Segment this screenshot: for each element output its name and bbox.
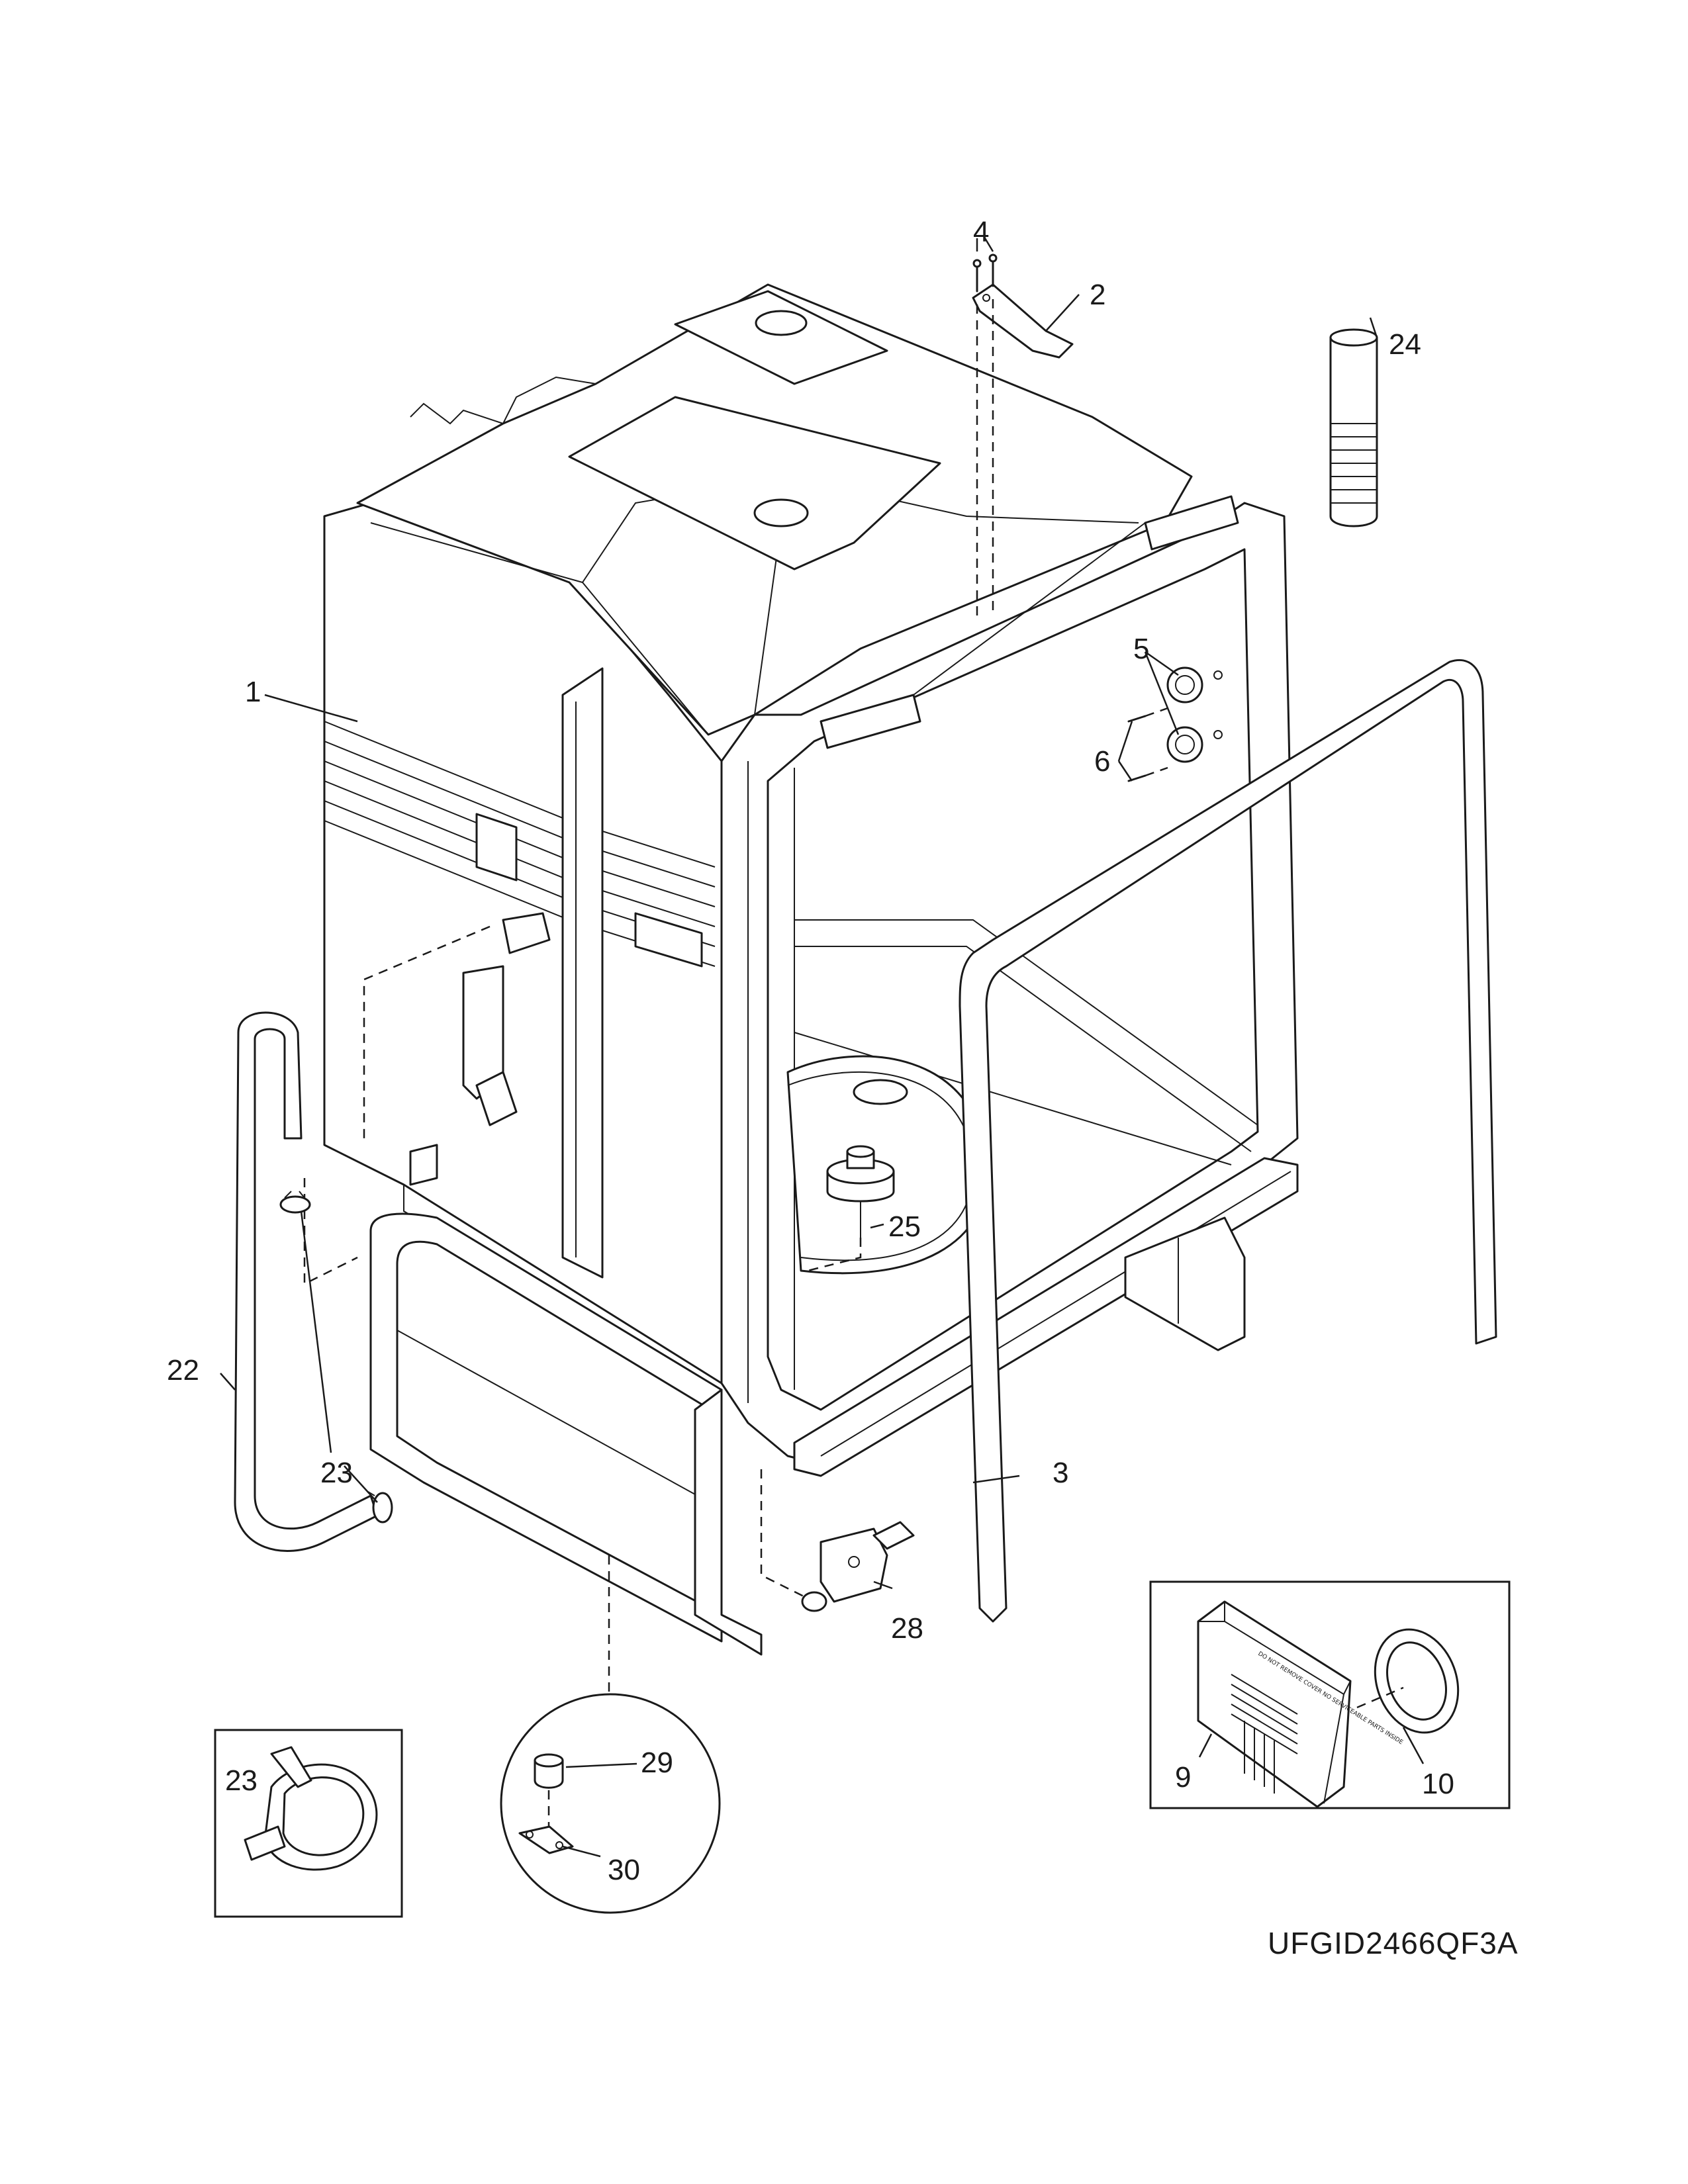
callout-10: 10 [1422,1768,1454,1800]
leveling-leg [534,1753,564,1827]
callout-25: 25 [888,1210,921,1243]
callout-6: 6 [1094,745,1110,778]
top-bracket [972,283,1074,359]
callout-22: 22 [167,1354,199,1387]
float-part [807,1145,895,1272]
vent-tube [1329,328,1378,527]
leg-bracket [518,1825,574,1854]
callout-23-upper: 23 [320,1457,353,1489]
plug-buttons [1166,666,1223,763]
callout-24: 24 [1389,328,1421,361]
callout-1: 1 [245,676,261,708]
callout-5: 5 [1133,633,1149,665]
callout-30: 30 [608,1854,640,1886]
tub-assembly [303,283,1299,1694]
top-screws [972,253,998,622]
door-gasket [959,659,1497,1623]
module-detail-box [1149,1580,1511,1809]
callout-23-detail: 23 [225,1764,258,1797]
callout-28: 28 [891,1612,923,1645]
callout-4: 4 [973,216,989,248]
side-screws [1127,707,1168,782]
callout-9: 9 [1175,1761,1191,1794]
clamp-detail-box [214,1729,403,1918]
leader-lines [220,238,1425,1858]
callout-3: 3 [1053,1457,1068,1489]
drain-hose [234,1011,379,1552]
hose-clamp-upper [279,1191,311,1214]
leg-detail-circle [500,1693,721,1914]
callout-2: 2 [1090,279,1105,311]
model-code: UFGID2466QF3A [1268,1926,1519,1960]
hose-clamp-lower [367,1491,393,1524]
clamp-detail [244,1746,378,1871]
control-module: DO NOT REMOVE COVER NO SERVICEABLE PARTS… [1197,1600,1404,1808]
float-switch [801,1521,915,1612]
module-nut [1356,1628,1460,1734]
callout-29: 29 [641,1747,673,1779]
